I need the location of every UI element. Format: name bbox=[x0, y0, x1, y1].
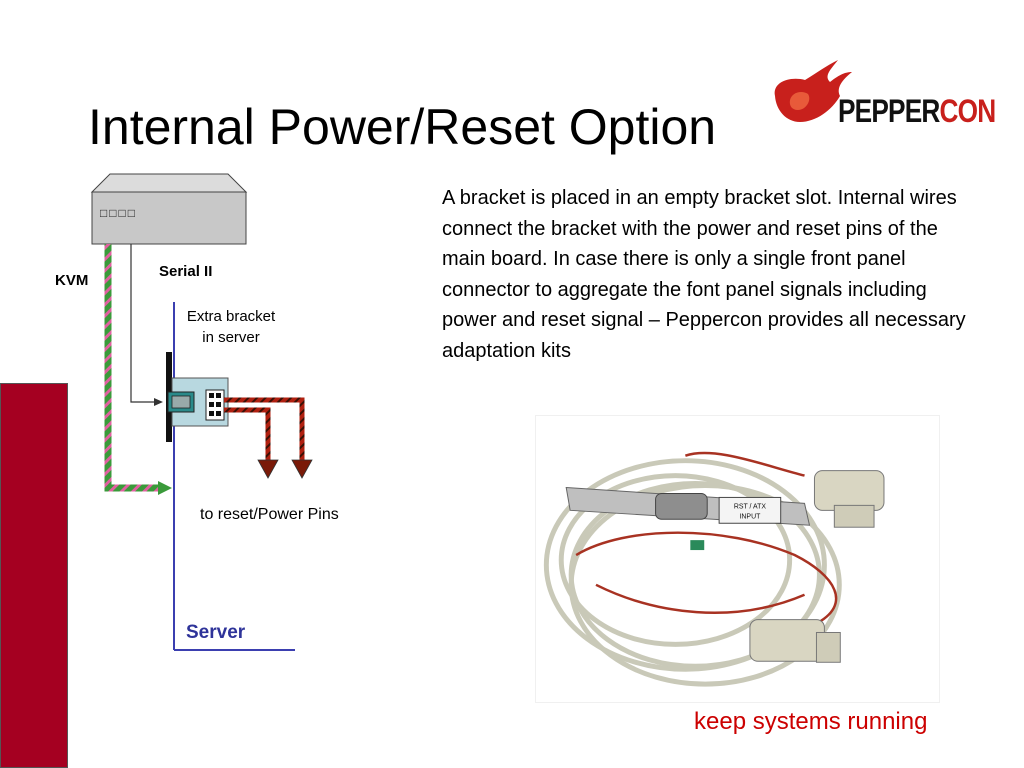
logo-text-main: PEPPER bbox=[838, 93, 940, 129]
photo-connector-top bbox=[813, 470, 885, 528]
pepper-flame-logo bbox=[774, 60, 852, 122]
kvm-device-leds: □□□□ bbox=[100, 206, 137, 220]
description-text: A bracket is placed in an empty bracket … bbox=[442, 187, 966, 362]
serial-line bbox=[130, 244, 163, 406]
kvm-cable-arrow bbox=[158, 481, 172, 495]
peppercon-logo: PEPPERCON bbox=[838, 93, 997, 130]
logo-text-accent: CON bbox=[939, 93, 997, 129]
serial-arrow bbox=[154, 398, 163, 406]
photo-bracket: RST / ATX INPUT bbox=[565, 486, 811, 526]
photo-small-board bbox=[690, 540, 705, 551]
product-photo-illustration: RST / ATX INPUT bbox=[543, 451, 885, 687]
sticker-line1: RST / ATX bbox=[734, 503, 766, 510]
serial-label: Serial II bbox=[159, 263, 213, 280]
bracket-label: Extra bracket in server bbox=[186, 308, 276, 346]
kvm-label: KVM bbox=[55, 272, 89, 289]
kvm-cable bbox=[104, 244, 172, 495]
pins-label: to reset/Power Pins bbox=[200, 506, 339, 523]
kvm-device bbox=[90, 173, 248, 245]
slide-title: Internal Power/Reset Option bbox=[88, 99, 717, 155]
decorative-red-bar bbox=[0, 383, 68, 768]
photo-connector-bottom bbox=[749, 619, 841, 663]
product-photo: RST / ATX INPUT bbox=[535, 415, 940, 703]
power-reset-wires bbox=[224, 397, 313, 479]
sticker-line2: INPUT bbox=[740, 513, 762, 520]
extra-bracket bbox=[166, 352, 229, 442]
wire-arrow-power bbox=[291, 459, 313, 479]
slogan: keep systems running bbox=[694, 708, 928, 735]
wire-arrow-reset bbox=[257, 459, 279, 479]
server-label: Server bbox=[186, 622, 246, 643]
server-outline bbox=[173, 302, 295, 651]
